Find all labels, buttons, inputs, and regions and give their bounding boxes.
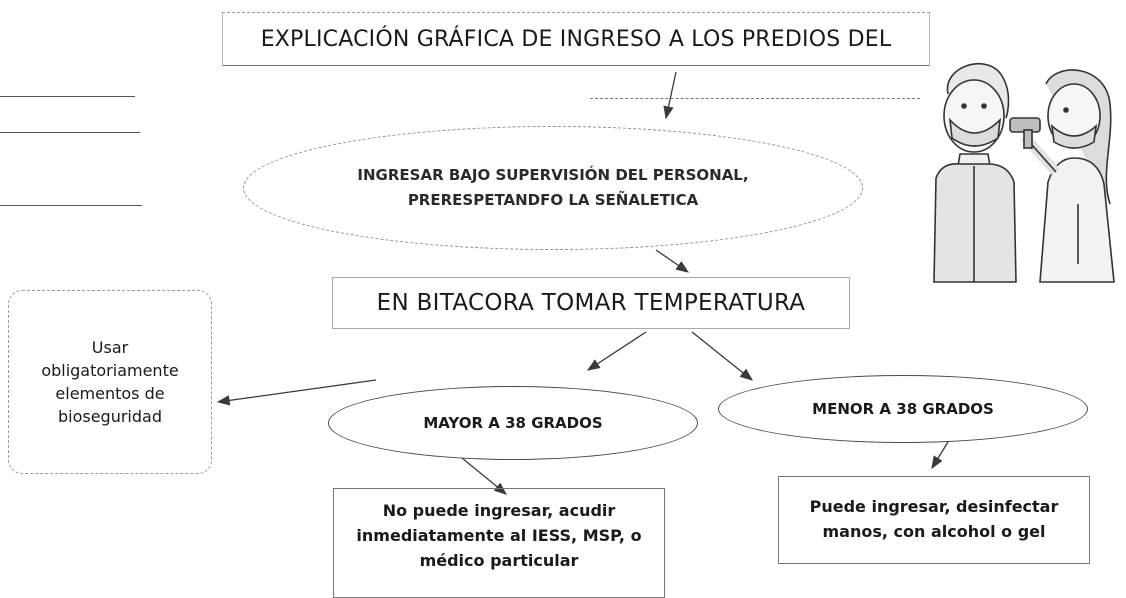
arrow-step2-to-mayor bbox=[586, 331, 647, 371]
node-below-38: MENOR A 38 GRADOS bbox=[718, 375, 1088, 443]
step-supervised-entry: INGRESAR BAJO SUPERVISIÓN DEL PERSONAL, … bbox=[243, 126, 863, 250]
node-above-38-text: MAYOR A 38 GRADOS bbox=[423, 414, 603, 432]
decor-line-4 bbox=[590, 98, 920, 99]
arrow-menor-to-si-ingreso bbox=[931, 441, 949, 470]
outcome-no-entry: No puede ingresar, acudir inmediatamente… bbox=[333, 488, 665, 598]
step-take-temperature-text: EN BITACORA TOMAR TEMPERATURA bbox=[376, 290, 806, 316]
health-worker-taking-temperature-icon bbox=[933, 62, 1115, 283]
step-supervised-entry-line-2: PRERESPETANDFO LA SEÑALETICA bbox=[407, 191, 699, 209]
decor-line-1 bbox=[0, 96, 135, 97]
decor-line-3 bbox=[0, 205, 142, 206]
outcome-entry-allowed: Puede ingresar, desinfectar manos, con a… bbox=[778, 476, 1090, 564]
arrow-title-to-step1 bbox=[663, 71, 677, 120]
arrow-mayor-to-biosecurity bbox=[216, 379, 377, 406]
step-supervised-entry-line-1: INGRESAR BAJO SUPERVISIÓN DEL PERSONAL, bbox=[357, 165, 749, 184]
node-below-38-text: MENOR A 38 GRADOS bbox=[812, 400, 994, 418]
outcome-no-entry-text: No puede ingresar, acudir inmediatamente… bbox=[356, 501, 642, 570]
biosecurity-note: Usar obligatoriamente elementos de biose… bbox=[8, 290, 212, 474]
step-take-temperature: EN BITACORA TOMAR TEMPERATURA bbox=[332, 277, 850, 329]
outcome-entry-allowed-text: Puede ingresar, desinfectar manos, con a… bbox=[809, 497, 1059, 541]
decor-line-2 bbox=[0, 132, 140, 133]
biosecurity-note-text: Usar obligatoriamente elementos de biose… bbox=[41, 337, 179, 427]
connector-arrows bbox=[216, 71, 949, 495]
arrow-step1-to-step2 bbox=[655, 249, 690, 273]
step-supervised-entry-text: INGRESAR BAJO SUPERVISIÓN DEL PERSONAL, … bbox=[357, 163, 748, 214]
diagram-title: EXPLICACIÓN GRÁFICA DE INGRESO A LOS PRE… bbox=[222, 12, 930, 66]
node-above-38: MAYOR A 38 GRADOS bbox=[328, 386, 698, 460]
diagram-title-text: EXPLICACIÓN GRÁFICA DE INGRESO A LOS PRE… bbox=[260, 26, 892, 52]
arrow-step2-to-menor bbox=[691, 331, 754, 381]
